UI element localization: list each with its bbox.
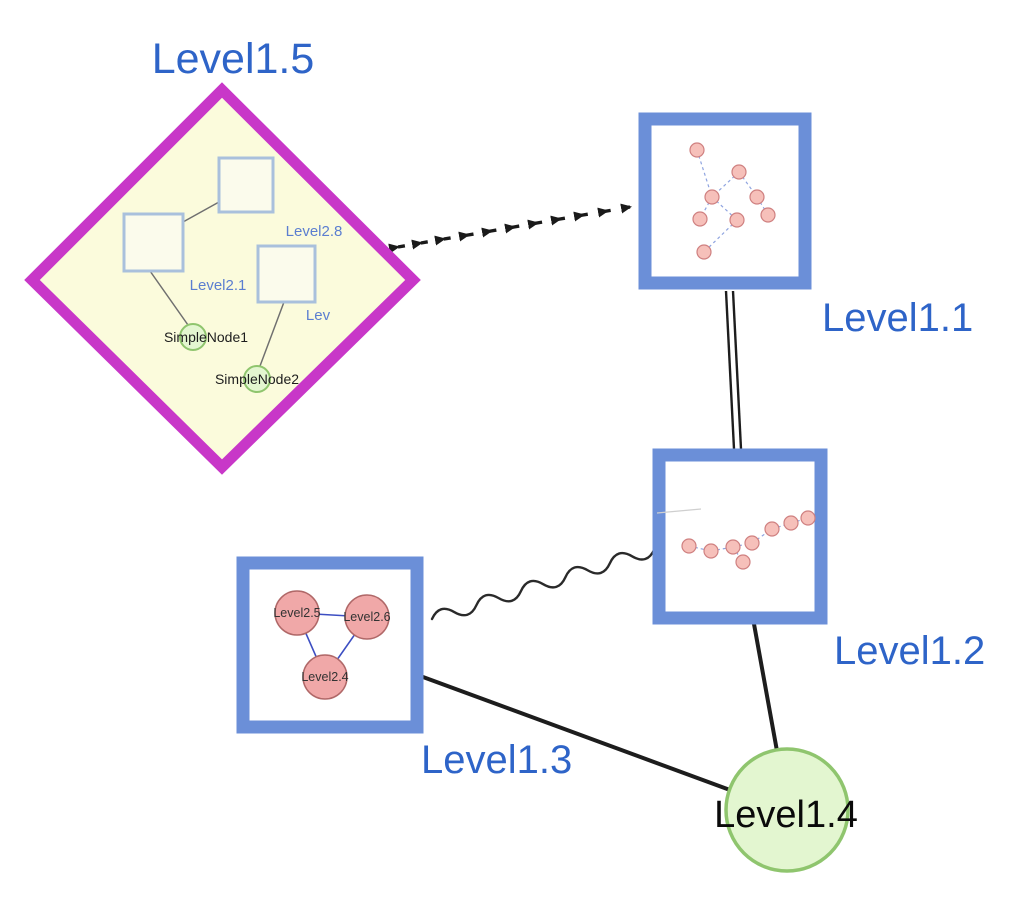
mini-graph-level1-1 (689, 142, 776, 260)
mini-node[interactable] (692, 211, 708, 227)
node-level1-4-circle[interactable] (724, 747, 850, 873)
mini-node[interactable] (689, 142, 705, 158)
inner-edge-square-to-simplenode2 (259, 301, 285, 367)
level2-5-label: Level2.5 (273, 606, 320, 620)
label-level1-2: Level1.2 (834, 629, 985, 673)
mini-node[interactable] (800, 510, 816, 526)
node-level2-6[interactable] (344, 594, 390, 640)
level2-6-label: Level2.6 (343, 610, 390, 624)
wavy-line-edge[interactable] (430, 543, 656, 625)
node-level2-1-square[interactable] (122, 212, 185, 273)
mini-node[interactable] (704, 189, 720, 205)
node-level1-2[interactable] (652, 448, 828, 625)
node-simplenode2[interactable] (243, 365, 271, 393)
label-level1-3: Level1.3 (421, 738, 572, 782)
faint-line (656, 508, 702, 514)
node-lev-square[interactable] (256, 244, 317, 304)
edge-level1-1-to-level1-2[interactable] (724, 290, 743, 450)
node-level1-1[interactable] (638, 112, 812, 290)
level2-4-label: Level2.4 (301, 670, 348, 684)
level2-1-label: Level2.1 (190, 277, 247, 294)
dashed-arrow-chain-edge[interactable] (388, 203, 632, 254)
node-simplenode1[interactable] (179, 323, 207, 351)
inner-edge-square-to-square (182, 201, 220, 223)
mini-node[interactable] (729, 212, 745, 228)
mini-node[interactable] (696, 244, 712, 260)
node-level1-3[interactable]: Level2.5 Level2.6 Level2.4 (236, 556, 424, 734)
node-level1-1-border[interactable] (638, 112, 812, 290)
node-level1-3-border[interactable] (236, 556, 424, 734)
simplenode1-label: SimpleNode1 (164, 329, 248, 345)
diamond-shape[interactable] (24, 82, 421, 475)
mini-graph-level1-2 (656, 508, 816, 570)
edge-level1-5-to-level1-1[interactable] (388, 203, 632, 254)
level2-8-label: Level2.8 (286, 223, 343, 240)
mini-node[interactable] (725, 539, 741, 555)
mini-edge (696, 149, 713, 198)
lev-label: Lev (306, 307, 331, 324)
mini-node[interactable] (749, 189, 765, 205)
mini-node[interactable] (783, 515, 799, 531)
double-line-right[interactable] (731, 290, 743, 450)
mini-node[interactable] (744, 535, 760, 551)
node-level1-4[interactable]: Level1.4 (714, 747, 858, 873)
simplenode2-label: SimpleNode2 (215, 371, 299, 387)
mini-node[interactable] (681, 538, 697, 554)
mini-node[interactable] (731, 164, 747, 180)
mini-node[interactable] (703, 543, 719, 559)
label-level1-4: Level1.4 (714, 794, 858, 836)
node-level2-4[interactable] (302, 654, 348, 700)
inner-edge-square-to-simplenode1 (149, 270, 189, 326)
node-level1-2-border[interactable] (652, 448, 828, 625)
double-line-left[interactable] (724, 290, 736, 450)
node-level1-5[interactable]: Level2.8 Level2.1 Lev SimpleNode1 Simple… (24, 82, 421, 475)
mini-node[interactable] (760, 207, 776, 223)
mini-node[interactable] (764, 521, 780, 537)
mini-edge (703, 219, 738, 253)
edge-level1-3-to-level1-4[interactable] (421, 675, 732, 792)
mini-node[interactable] (735, 554, 751, 570)
edge-level1-2-to-level1-4[interactable] (752, 622, 779, 753)
node-level2-5[interactable] (274, 590, 320, 636)
label-level1-5: Level1.5 (152, 35, 315, 83)
label-level1-1: Level1.1 (822, 296, 973, 340)
node-level2-8-square[interactable] (217, 156, 275, 214)
edge-level1-3-to-level1-2[interactable] (430, 543, 656, 625)
